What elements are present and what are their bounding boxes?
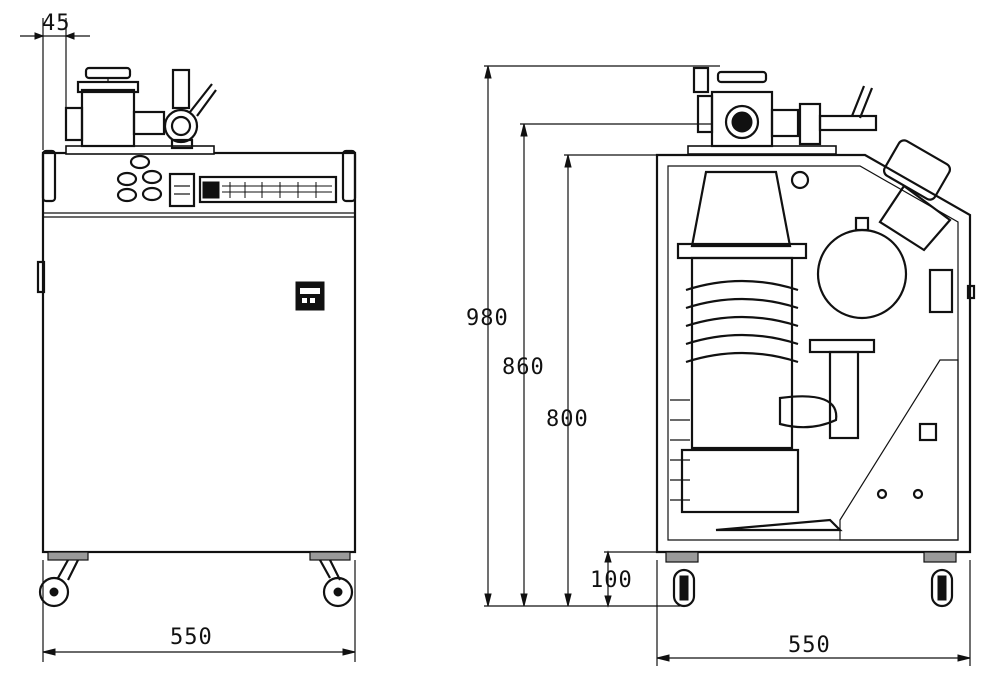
side-cabinet — [655, 153, 972, 554]
left-handle — [41, 149, 57, 203]
front-top-valve — [64, 66, 217, 155]
side-casters — [665, 551, 957, 608]
front-label-panel — [198, 175, 338, 204]
front-dim-550 — [42, 560, 356, 662]
side-dim-860 — [520, 123, 712, 607]
side-dim-980-label: 980 — [466, 306, 509, 331]
left-side-latch — [36, 260, 46, 294]
side-view: 980 860 800 100 — [466, 65, 976, 666]
side-dim-860-label: 860 — [502, 355, 545, 380]
side-tank — [808, 139, 952, 440]
side-dim-800 — [564, 154, 657, 607]
front-casters — [38, 551, 354, 608]
side-top-valve — [687, 66, 878, 155]
right-handle — [341, 149, 357, 203]
front-dim-45-label: 45 — [42, 11, 71, 36]
control-knobs — [116, 154, 163, 203]
side-dim-550-label: 550 — [788, 633, 831, 658]
front-view: 45 550 — [20, 11, 357, 662]
side-dim-550 — [656, 560, 971, 666]
side-dim-980 — [484, 65, 720, 607]
pump-column — [670, 170, 843, 532]
side-dim-800-label: 800 — [546, 407, 589, 432]
front-dim-550-label: 550 — [170, 625, 213, 650]
front-display — [168, 172, 196, 208]
side-frame — [839, 268, 976, 541]
front-switch-box — [295, 281, 325, 311]
side-dim-100 — [484, 550, 680, 608]
front-dim-45 — [20, 18, 90, 150]
side-dim-100-label: 100 — [590, 568, 633, 593]
